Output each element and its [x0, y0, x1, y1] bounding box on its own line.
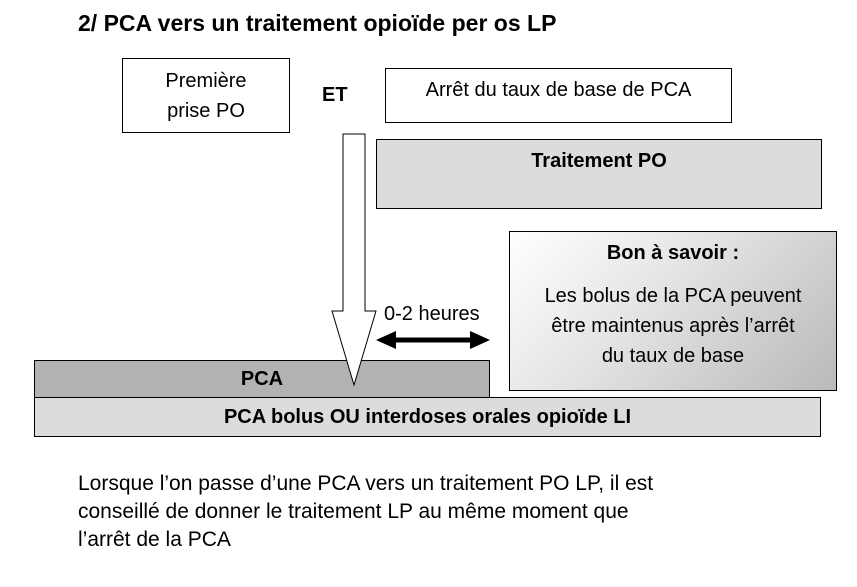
bon-a-savoir-line2: être maintenus après l’arrêt [551, 315, 795, 337]
bon-a-savoir-box: Bon à savoir : Les bolus de la PCA peuve… [509, 231, 837, 391]
bon-a-savoir-title: Bon à savoir : [606, 242, 740, 264]
arret-taux-base-label: Arrêt du taux de base de PCA [425, 79, 692, 101]
pca-bar: PCA [34, 360, 490, 398]
double-arrow-icon [376, 331, 490, 349]
bon-a-savoir-text: Les bolus de la PCA peuvent être mainten… [545, 281, 802, 371]
traitement-po-box: Traitement PO [376, 139, 822, 209]
premiere-prise-line2: prise PO [167, 99, 245, 122]
footer-line2: conseillé de donner le traitement LP au … [78, 500, 629, 523]
bon-a-savoir-line1: Les bolus de la PCA peuvent [544, 285, 802, 307]
down-arrow-icon [331, 133, 377, 387]
traitement-po-label: Traitement PO [531, 150, 667, 172]
footer-line1: Lorsque l’on passe d’une PCA vers un tra… [78, 472, 654, 495]
interval-label: 0-2 heures [384, 303, 480, 325]
premiere-prise-line1: Première [165, 69, 247, 92]
pca-bolus-bar: PCA bolus OU interdoses orales opioïde L… [34, 397, 821, 437]
slide-title: 2/ PCA vers un traitement opioïde per os… [78, 10, 557, 36]
pca-label: PCA [240, 368, 284, 390]
bon-a-savoir-line3: du taux de base [601, 345, 745, 367]
pca-bolus-label: PCA bolus OU interdoses orales opioïde L… [223, 406, 632, 428]
et-label: ET [322, 84, 348, 106]
premiere-prise-po-box: Première prise PO [122, 58, 290, 133]
arret-taux-base-box: Arrêt du taux de base de PCA [385, 68, 732, 123]
footer-text: Lorsque l’on passe d’une PCA vers un tra… [78, 470, 838, 554]
footer-line3: l’arrêt de la PCA [78, 528, 231, 551]
